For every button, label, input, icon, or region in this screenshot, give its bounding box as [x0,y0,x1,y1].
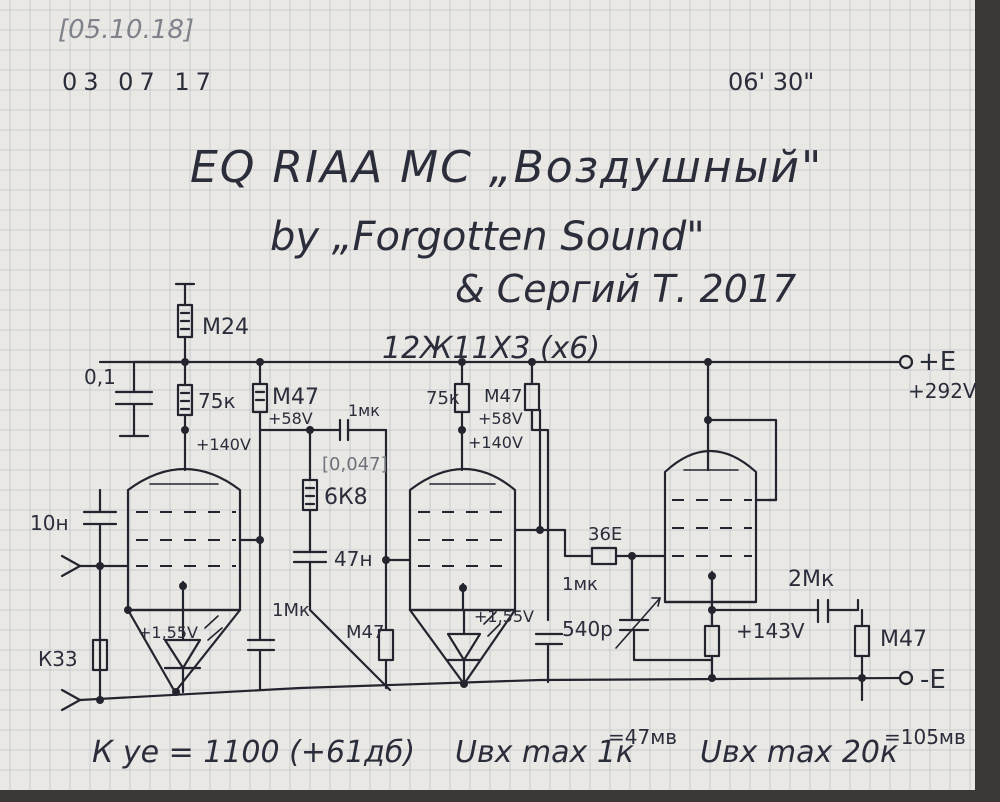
date-start: 03 07 17 [62,68,217,96]
plus-e-label: +E [918,347,956,377]
tubes-label: 12Ж11Х3 (х6) [382,331,600,366]
tube-3 [663,450,758,604]
label-58v-a: +58V [268,409,313,428]
label-75k-b: 75к [426,388,460,409]
label-1mk-b: 1Мк [272,600,310,621]
label-k33: К33 [38,647,78,671]
resistor-k33 [91,638,109,672]
ground-rail [60,670,914,712]
label-140v-b: +140V [468,433,523,452]
title-line-1: EQ RIAA MC „Воздушный" [190,142,823,193]
tube-1 [126,467,242,612]
tube-2 [408,467,517,612]
label-540p: 540р [562,617,613,641]
paper-grid [0,0,975,790]
plus-voltage: +292V [908,379,977,403]
label-6k8: 6К8 [324,485,368,510]
uin-20k-value: =105мв [884,725,966,749]
uin-20k-label: Uвх max 20к [700,735,898,770]
time-duration: 06' 30" [728,68,814,96]
label-2mk: 2Мк [788,567,834,592]
paper [0,0,990,790]
label-m24: M24 [202,315,249,340]
page-edge [975,0,1000,802]
label-c01: 0,1 [84,365,116,389]
title-line-2: by „Forgotten Sound" [270,214,705,260]
uin-1k-label: Uвх max 1к [455,735,634,770]
label-75k-a: 75к [198,389,236,413]
title-line-3: & Сергий Т. 2017 [455,267,796,311]
plus-rail [98,354,914,370]
label-143v: +143V [736,619,805,643]
minus-e-label: -E [920,665,946,695]
label-1mk-a: 1мк [348,401,380,420]
label-36e: 36E [588,524,622,545]
label-155v-b: +1,55V [474,607,534,626]
riaa-network [292,418,412,692]
label-0047: [0,047] [322,454,388,475]
uin-1k-value: =47мв [608,725,677,749]
label-155v-a: +1,55V [138,623,198,642]
label-47n: 47н [334,547,373,571]
date-bracket: [05.10.18] [58,15,194,45]
label-m47-d: M47 [880,627,927,652]
label-10n: 10н [30,511,69,535]
stage-2 [408,360,714,686]
label-140v-a: +140V [196,435,251,454]
label-m47-c: M47 [484,386,522,407]
label-m47-b: M47 [346,622,384,643]
label-m47-a: M47 [272,385,319,410]
stage-1 [60,282,342,702]
label-1mk-c: 1мк [562,574,598,595]
gain-label: К уе = 1100 (+61дб) [92,735,415,770]
label-58v-b: +58V [478,409,523,428]
